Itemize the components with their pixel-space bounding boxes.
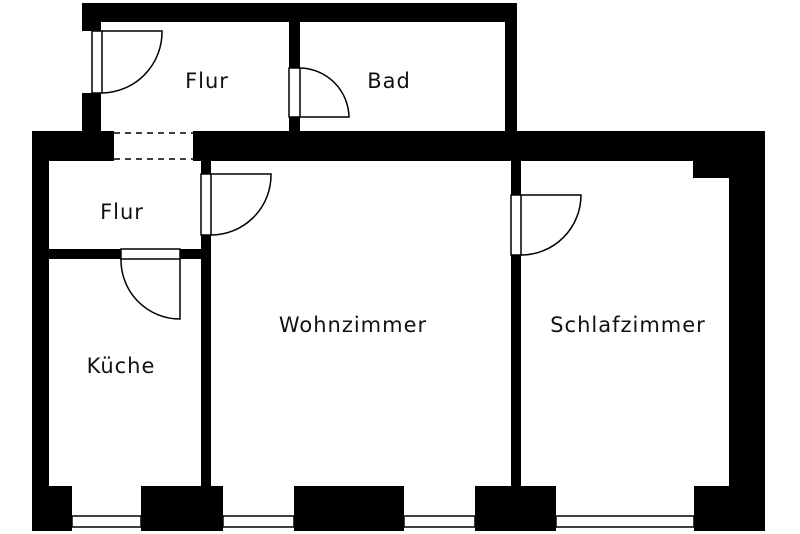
window-wohnzimmer-left xyxy=(222,515,295,528)
wall-flur-bad-lower xyxy=(289,117,300,133)
wall-interior-wohn-left-upper xyxy=(201,161,211,174)
wall-interior-flur-kueche-right xyxy=(180,249,201,259)
room-label-bad: Bad xyxy=(367,69,411,93)
room-label-kueche: Küche xyxy=(87,354,156,378)
wall-interior-wohn-schlaf-upper xyxy=(511,161,521,195)
wall-annex-left-lower xyxy=(82,93,101,133)
wall-interior-flur-kueche-left xyxy=(49,249,121,259)
wall-bottom-seg-4 xyxy=(475,486,556,531)
wall-annex-top xyxy=(82,3,516,22)
room-label-flur-top: Flur xyxy=(185,69,229,93)
flur-opening xyxy=(114,132,193,160)
wall-flur-bad-upper xyxy=(289,22,300,68)
room-label-schlafzimmer: Schlafzimmer xyxy=(550,313,706,337)
wall-interior-wohn-left xyxy=(201,235,211,486)
door-kueche xyxy=(120,248,181,320)
wall-interior-wohn-schlaf xyxy=(511,255,521,486)
wall-main-right xyxy=(729,131,765,531)
window-kueche xyxy=(71,515,142,528)
wall-bottom-seg-2 xyxy=(141,486,223,531)
wall-bottom-seg-5 xyxy=(694,486,765,531)
wall-main-top-right xyxy=(193,131,765,161)
room-label-flur-left: Flur xyxy=(100,200,144,224)
door-schlafzimmer xyxy=(510,194,582,256)
door-wohnzimmer xyxy=(200,173,272,236)
window-schlafzimmer xyxy=(555,515,695,528)
wall-bottom-seg-3 xyxy=(294,486,404,531)
window-wohnzimmer-right xyxy=(403,515,476,528)
room-label-wohnzimmer: Wohnzimmer xyxy=(279,313,427,337)
wall-corner-notch xyxy=(693,131,765,178)
wall-annex-left-upper xyxy=(82,3,101,31)
door-flur-entrance xyxy=(91,30,163,94)
door-bad xyxy=(288,67,350,118)
wall-bottom-seg-1 xyxy=(32,486,72,531)
wall-annex-right xyxy=(505,3,517,133)
wall-main-left xyxy=(32,131,49,531)
